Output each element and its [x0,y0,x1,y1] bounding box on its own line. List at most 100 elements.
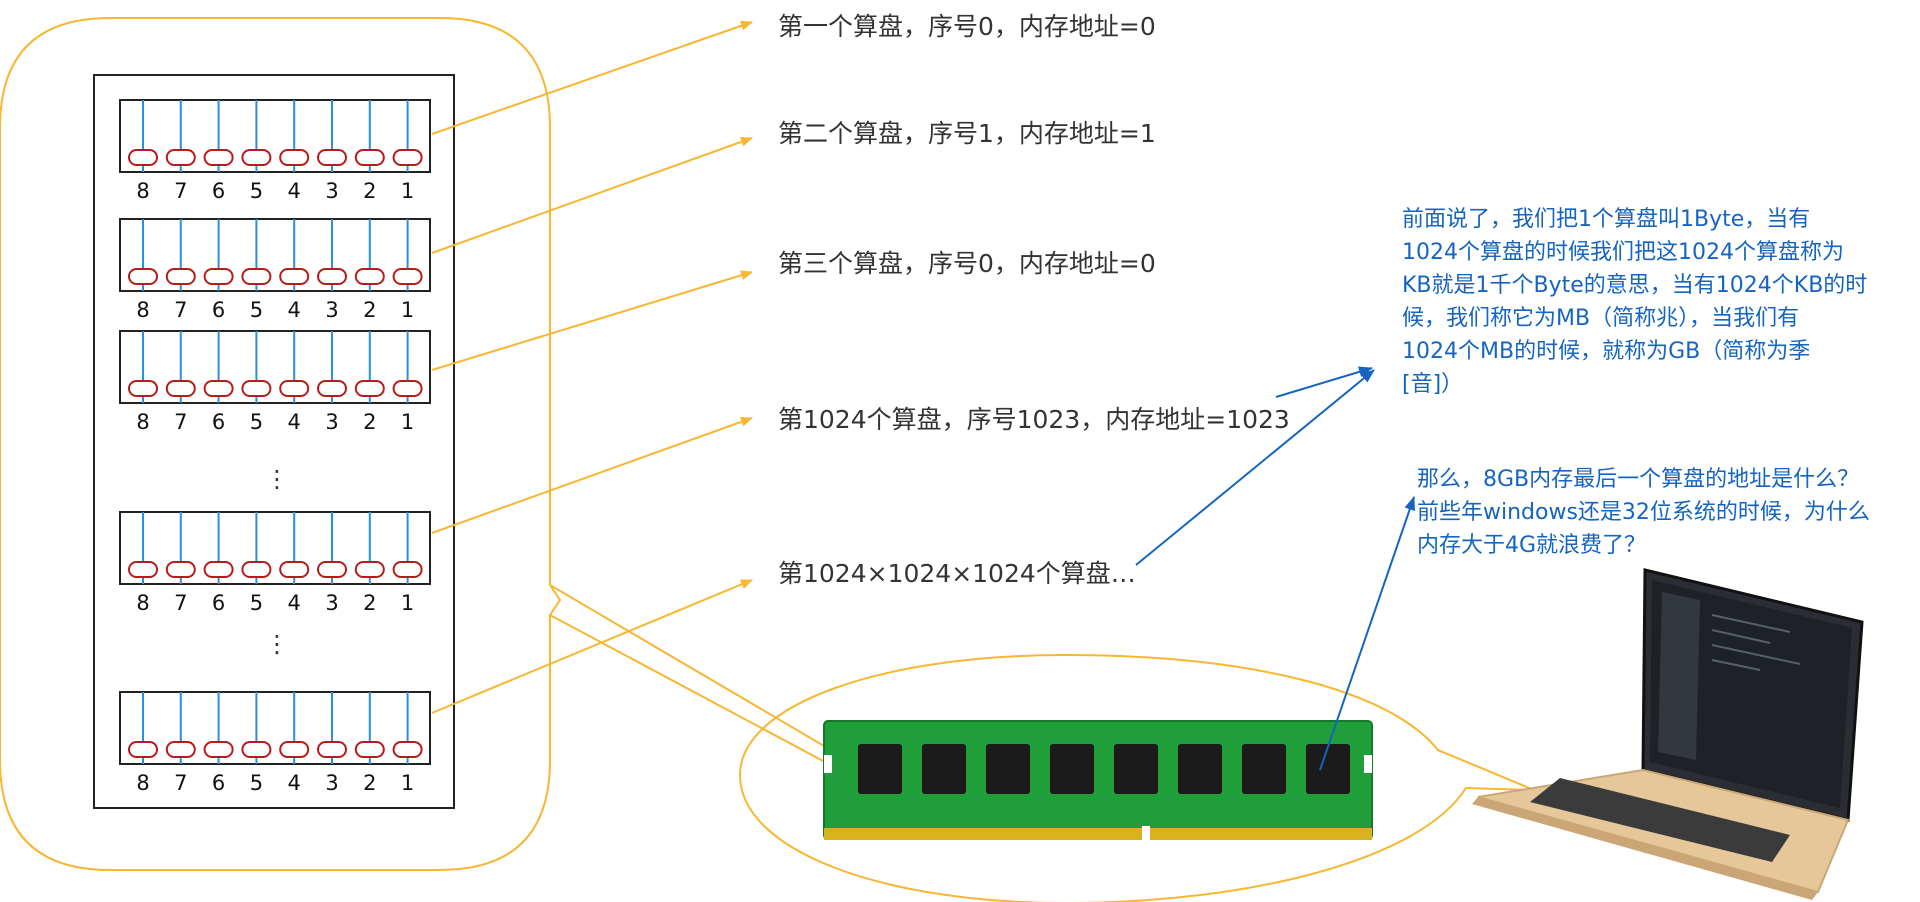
memory-chip [922,744,966,794]
abacus-digit-label: 1 [401,591,414,615]
abacus-bead [241,561,272,578]
abacus-bead [241,380,272,397]
svg-text:1024个算盘的时候我们把这1024个算盘称为: 1024个算盘的时候我们把这1024个算盘称为 [1402,240,1844,265]
abacus-digit-label: 6 [212,179,225,203]
abacus-bead [354,561,385,578]
abacus-bead [317,380,347,397]
abacus-bead [165,741,196,758]
connector-4 [431,417,753,534]
svg-text:前面说了，我们把1个算盘叫1Byte，当有: 前面说了，我们把1个算盘叫1Byte，当有 [1402,207,1810,232]
abacus-bead [354,268,385,285]
abacus-digit-label: 2 [363,410,376,434]
abacus-bead [317,149,347,166]
label-second-abacus: 第二个算盘，序号1，内存地址=1 [778,119,1156,148]
svg-text:KB就是1千个Byte的意思，当有1024个KB的时: KB就是1千个Byte的意思，当有1024个KB的时 [1402,273,1867,298]
abacus-digit-label: 8 [136,771,149,795]
svg-text:[音]）: [音]） [1402,372,1463,397]
svg-text:那么，8GB内存最后一个算盘的地址是什么？: 那么，8GB内存最后一个算盘的地址是什么？ [1417,467,1859,492]
memory-chip [1114,744,1158,794]
abacus-digit-label: 3 [325,298,338,322]
abacus-bead [128,561,158,578]
abacus-digit-label: 2 [363,179,376,203]
memory-module-icon [823,720,1373,842]
abacus-digit-label: 2 [363,591,376,615]
abacus-bead [354,741,385,758]
abacus-digit-label: 3 [325,410,338,434]
memory-chips [858,744,1350,794]
abacus-digit-label: 4 [288,179,301,203]
label-first-abacus: 第一个算盘，序号0，内存地址=0 [778,12,1156,41]
abacus-bead [392,561,423,578]
memory-chip [1306,744,1350,794]
abacus-digit-label: 5 [250,410,263,434]
abacus-digit-label: 7 [174,771,187,795]
laptop-icon [1472,568,1864,900]
svg-text:前些年windows还是32位系统的时候，为什么: 前些年windows还是32位系统的时候，为什么 [1417,500,1870,525]
memory-chip [1178,744,1222,794]
arrow-chip-to-question [1319,496,1415,771]
abacus-bead [317,268,347,285]
abacus-bead [279,741,310,758]
abacus-digit-label: 1 [401,410,414,434]
abacus-digit-label: 8 [136,298,149,322]
abacus-digit-label: 2 [363,298,376,322]
abacus-bead [392,380,423,397]
arrow-label-to-note [1275,366,1373,398]
abacus-bead [279,268,310,285]
abacus-bead [128,380,158,397]
abacus-callout-outline [0,17,562,871]
abacus-digit-label: 3 [325,771,338,795]
memory-chip [986,744,1030,794]
abacus-digit-label: 6 [212,410,225,434]
abacus-digit-label: 1 [401,179,414,203]
abacus-frame [119,330,431,404]
abacus-bead [317,561,347,578]
abacus-bead [241,741,272,758]
note-units-explanation: 前面说了，我们把1个算盘叫1Byte，当有 1024个算盘的时候我们把这1024… [1402,207,1867,397]
abacus-digit-label: 7 [174,410,187,434]
svg-text:内存大于4G就浪费了？: 内存大于4G就浪费了？ [1417,533,1646,558]
memory-chip [1050,744,1094,794]
abacus-stack-frame [93,74,455,809]
abacus-bead [354,149,385,166]
memory-chip [858,744,902,794]
connector-5 [431,579,753,714]
abacus-bead [128,268,158,285]
abacus-digit-label: 5 [250,771,263,795]
abacus-bead [317,741,347,758]
abacus-bead [128,149,158,166]
abacus-bead [279,380,310,397]
abacus-ellipsis-2: ⋮ [265,630,289,658]
abacus-digit-label: 6 [212,298,225,322]
connector-3 [431,270,753,371]
abacus-digit-label: 8 [136,179,149,203]
abacus-bead [203,380,234,397]
abacus-bead [203,561,234,578]
abacus-bead [203,741,234,758]
arrow-gb-to-note [1135,369,1375,566]
abacus-bead [241,149,272,166]
abacus-digit-label: 8 [136,591,149,615]
abacus-digit-label: 8 [136,410,149,434]
abacus-digit-label: 4 [288,771,301,795]
connector-1 [431,20,753,135]
abacus-digit-label: 4 [288,591,301,615]
abacus-bead [128,741,158,758]
abacus-digit-label: 3 [325,179,338,203]
abacus-digit-label: 6 [212,771,225,795]
abacus-digit-label: 7 [174,591,187,615]
abacus-digit-label: 3 [325,591,338,615]
abacus-digit-label: 6 [212,591,225,615]
abacus-digit-label: 7 [174,298,187,322]
svg-text:1024个MB的时候，就称为GB（简称为季: 1024个MB的时候，就称为GB（简称为季 [1402,339,1810,364]
abacus-bead [165,268,196,285]
abacus-bead [279,149,310,166]
callout-to-memory-lines [549,584,849,771]
abacus-bead [165,561,196,578]
arrow-icon [1135,366,1415,771]
abacus-digit-label: 1 [401,771,414,795]
